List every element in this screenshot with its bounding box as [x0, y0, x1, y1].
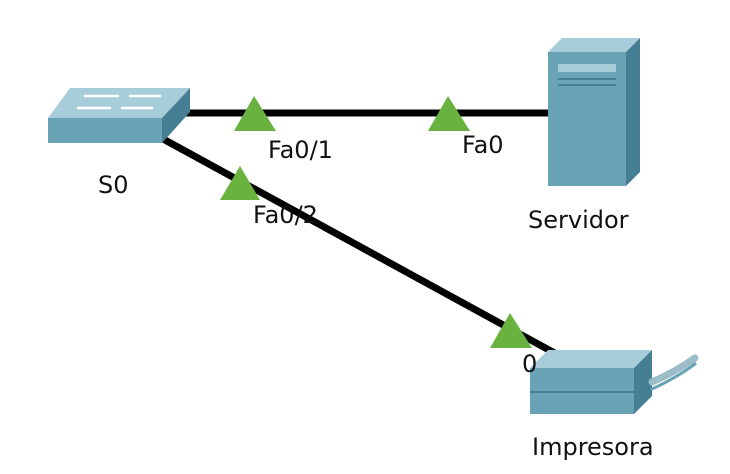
port-label-fa0: Fa0	[462, 131, 504, 159]
port-label-fa0-1: Fa0/1	[268, 136, 333, 164]
printer-label: Impresora	[532, 433, 654, 461]
link-switch-printer[interactable]	[161, 136, 564, 360]
switch-label: S0	[98, 171, 129, 199]
port-label-fa0-2: Fa0/2	[253, 201, 318, 229]
switch-device[interactable]	[48, 88, 190, 143]
server-device[interactable]	[548, 38, 640, 186]
server-label: Servidor	[528, 206, 629, 234]
link-up-indicator-fa0	[428, 96, 470, 131]
switch-icon	[48, 88, 190, 143]
link-up-indicator-printer-0	[490, 313, 532, 348]
port-label-printer-0: 0	[522, 350, 537, 378]
printer-device[interactable]	[530, 350, 699, 414]
link-up-indicator-fa0-2	[220, 166, 260, 200]
link-up-indicator-fa0-1	[234, 96, 276, 131]
server-icon	[548, 38, 640, 186]
printer-icon	[530, 350, 699, 414]
